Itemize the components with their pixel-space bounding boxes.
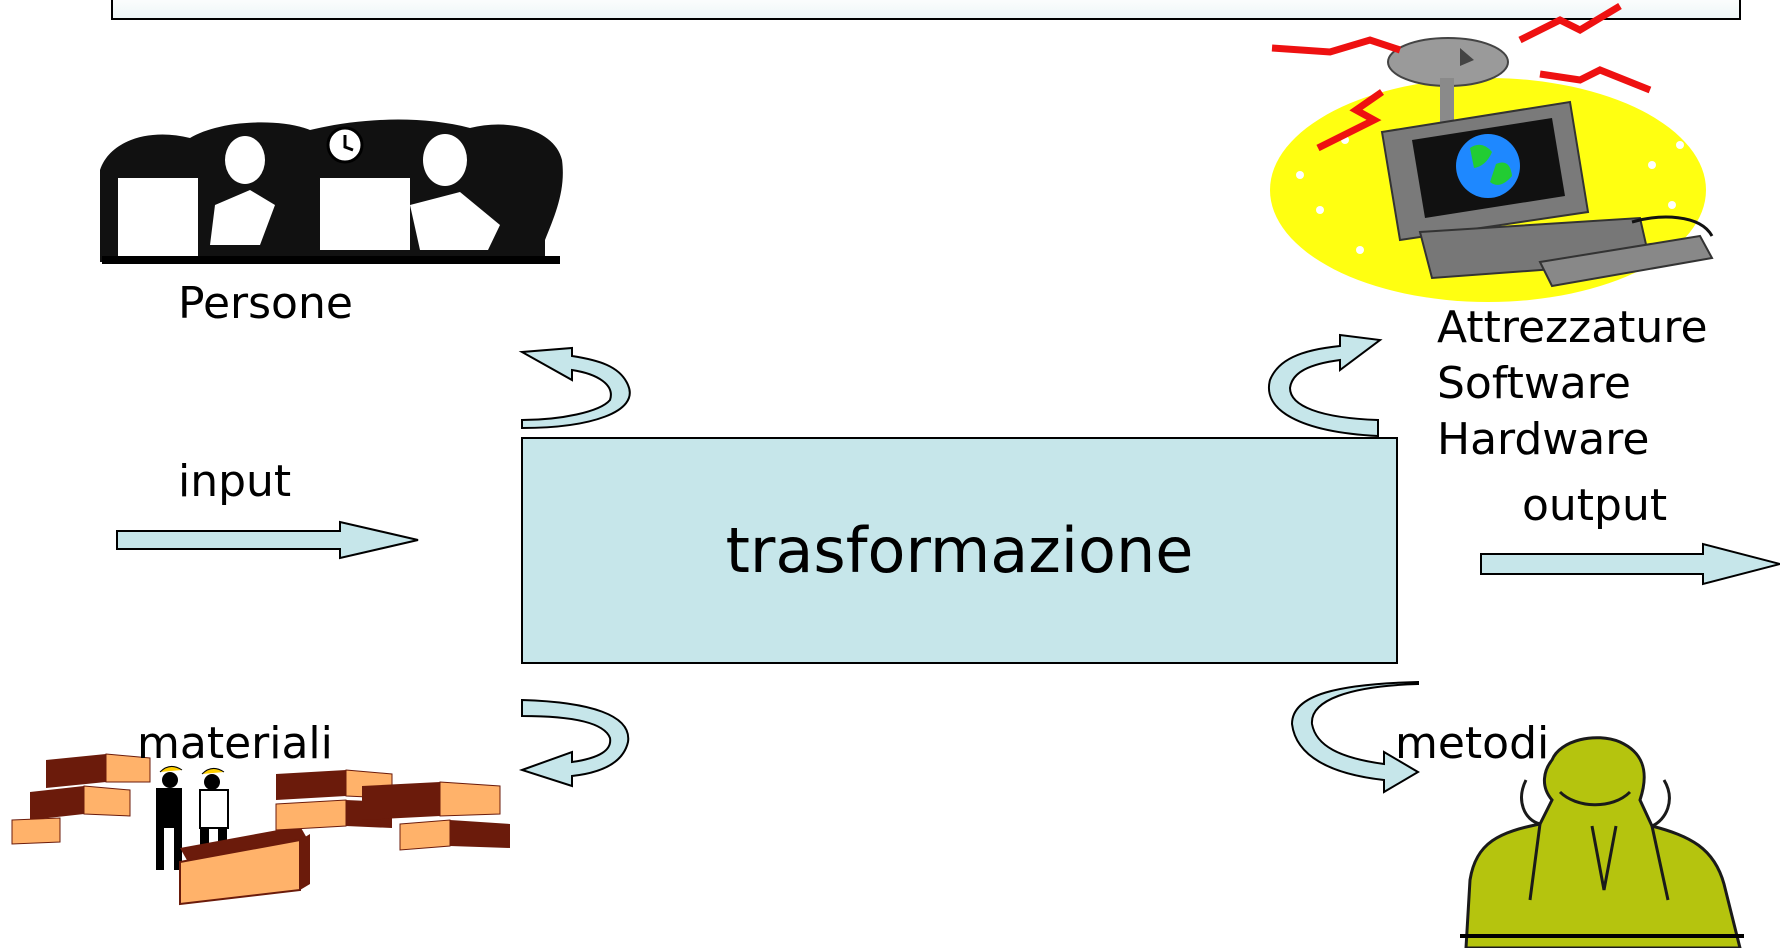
output-arrow <box>1480 542 1780 586</box>
input-label: input <box>178 456 292 507</box>
tech-resources-label: Attrezzature Software Hardware <box>1437 300 1708 468</box>
input-arrow <box>116 520 419 560</box>
tech-illustration <box>1270 2 1714 302</box>
transformation-label: trasformazione <box>725 514 1194 587</box>
tech-line-attrezzature: Attrezzature <box>1437 302 1708 353</box>
tech-line-hardware: Hardware <box>1437 413 1650 465</box>
persone-label: Persone <box>178 278 353 329</box>
tech-line-software: Software <box>1437 357 1631 409</box>
output-label: output <box>1522 480 1668 531</box>
transformation-box: trasformazione <box>521 437 1398 664</box>
title-banner <box>111 0 1741 20</box>
curved-arrow-materiali <box>518 698 630 788</box>
curved-arrow-persone <box>518 346 631 430</box>
people-illustration <box>100 119 563 264</box>
metodi-label: metodi <box>1395 718 1550 769</box>
materials-illustration <box>11 753 510 906</box>
curved-arrow-attrezzature <box>1267 333 1383 438</box>
materiali-label: materiali <box>137 718 333 769</box>
